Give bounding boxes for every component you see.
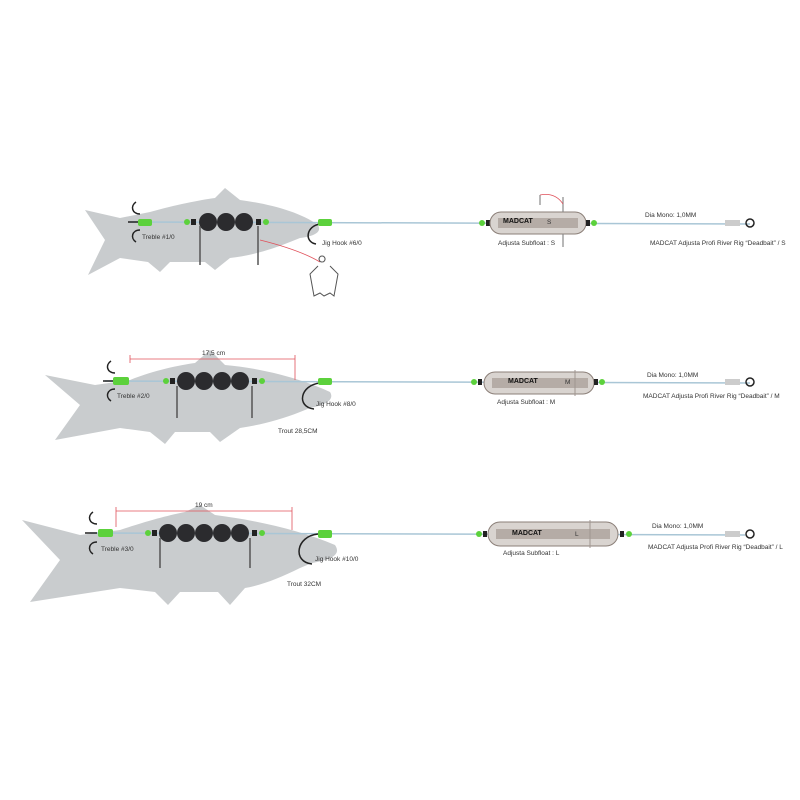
float-brand: MADCAT (508, 378, 538, 385)
fish-silhouette (85, 188, 320, 275)
jig-hook-label: Jig Hook #10/0 (315, 556, 359, 563)
float-brand: MADCAT (503, 218, 533, 225)
measure-label: 17,5 cm (202, 350, 226, 357)
float-label: Adjusta Subfloat : S (498, 240, 556, 247)
mono-label: Dia Mono: 1,0MM (652, 523, 704, 530)
float-label: Adjusta Subfloat : M (497, 399, 556, 406)
mono-label: Dia Mono: 1,0MM (645, 212, 697, 219)
jig-hook-label: Jig Hook #6/0 (322, 240, 362, 247)
jig-hook-icon (307, 223, 321, 245)
float-label: Adjusta Subfloat : L (503, 550, 560, 557)
jig-hook-icon (298, 533, 319, 565)
fish-silhouette (45, 350, 332, 444)
treble-label: Treble #3/0 (101, 546, 134, 553)
float-size: S (547, 219, 552, 226)
treble-label: Treble #2/0 (117, 393, 150, 400)
treble-label: Treble #1/0 (142, 234, 175, 241)
jig-hook-icon (301, 382, 321, 410)
float-brand: MADCAT (512, 530, 542, 537)
product-label: MADCAT Adjusta Profi River Rig “Deadbait… (650, 240, 786, 247)
fish-label: Trout 28,5CM (278, 428, 318, 435)
product-label: MADCAT Adjusta Profi River Rig “Deadbait… (643, 393, 780, 400)
fish-silhouette (22, 505, 338, 605)
swivel-icon (745, 529, 755, 539)
swivel-icon (745, 377, 755, 387)
jig-hook-label: Jig Hook #8/0 (316, 401, 356, 408)
float-size: M (565, 379, 571, 386)
product-label: MADCAT Adjusta Profi River Rig “Deadbait… (648, 544, 783, 551)
fish-label: Trout 32CM (287, 581, 322, 588)
float-size: L (575, 531, 579, 538)
treble-hook-icon (85, 511, 98, 555)
swivel-icon (745, 218, 755, 228)
measure-label: 19 cm (195, 502, 213, 509)
mono-label: Dia Mono: 1,0MM (647, 372, 699, 379)
clip-icon (309, 255, 339, 297)
